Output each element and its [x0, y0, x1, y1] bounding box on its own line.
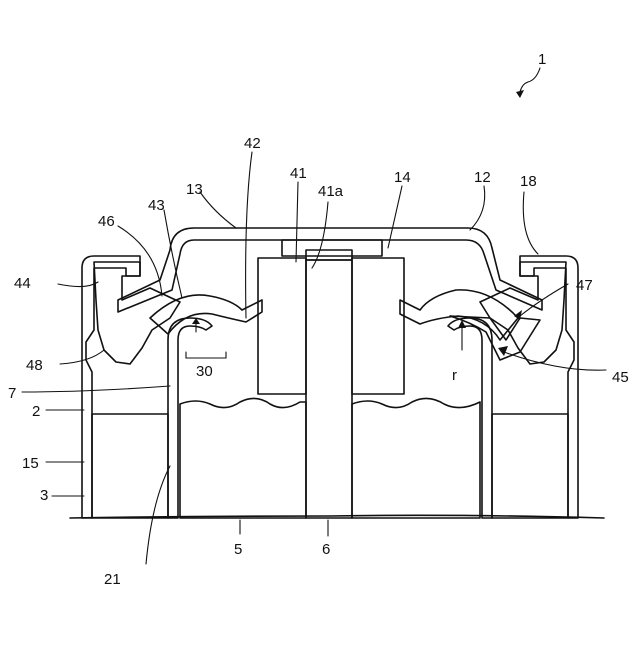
label-18: 18 — [520, 173, 537, 190]
label-41a: 41a — [318, 183, 344, 200]
label-13: 13 — [186, 181, 203, 198]
label-43: 43 — [148, 197, 165, 214]
ref-arrow-1 — [520, 68, 540, 92]
label-30: 30 — [196, 363, 213, 380]
label-46: 46 — [98, 213, 115, 230]
label-2: 2 — [32, 403, 40, 420]
label-6: 6 — [322, 541, 330, 558]
terminal-41 — [258, 240, 404, 394]
label-21: 21 — [104, 571, 121, 588]
label-3: 3 — [40, 487, 48, 504]
electrode-5 — [180, 398, 480, 518]
center-pin-6 — [306, 260, 352, 518]
label-44: 44 — [14, 275, 31, 292]
label-5: 5 — [234, 541, 242, 558]
inner-sleeve — [168, 318, 492, 518]
gasket-44 — [94, 262, 180, 364]
label-41: 41 — [290, 165, 307, 182]
label-42: 42 — [244, 135, 261, 152]
label-1: 1 — [538, 51, 546, 68]
label-7: 7 — [8, 385, 16, 402]
label-48: 48 — [26, 357, 43, 374]
label-47: 47 — [576, 277, 593, 294]
label-12: 12 — [474, 169, 491, 186]
label-15: 15 — [22, 455, 39, 472]
label-45: 45 — [612, 369, 629, 386]
label-14: 14 — [394, 169, 411, 186]
label-r: r — [452, 367, 457, 384]
cathode-15 — [92, 414, 568, 518]
